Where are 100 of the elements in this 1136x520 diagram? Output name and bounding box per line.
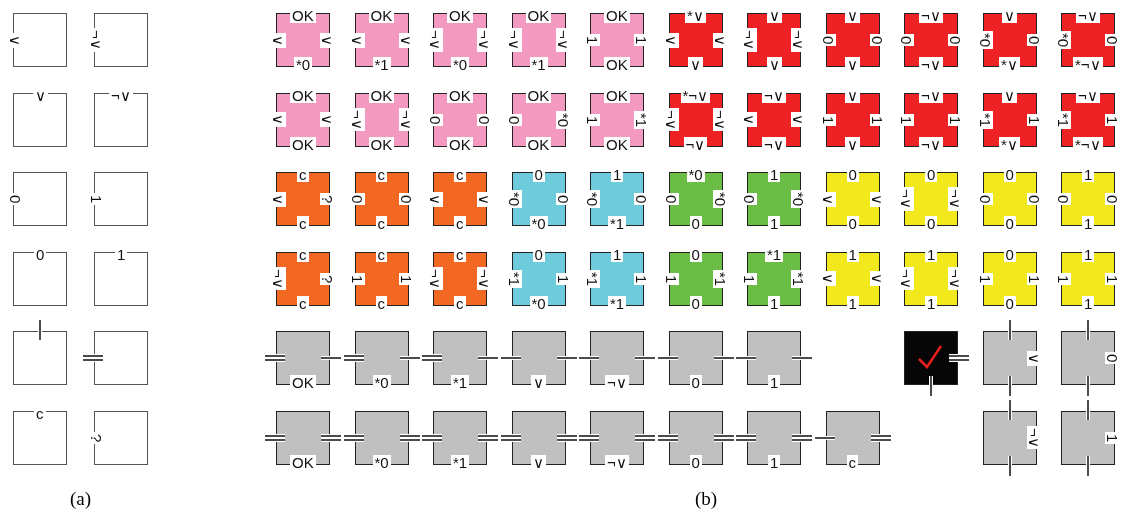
glue-label: 0 <box>846 216 859 231</box>
glue-label: *∨ <box>999 57 1020 72</box>
glue-label: 0 <box>925 167 938 182</box>
glue-label: 0 <box>532 167 545 182</box>
glue-label: OK <box>604 57 630 72</box>
panel-label: (b) <box>695 488 718 510</box>
glue-label: 1 <box>768 454 781 470</box>
glue-label: OK <box>368 8 395 23</box>
glue-label: 0 <box>977 193 993 206</box>
glue-label: ∨ <box>271 191 286 207</box>
glue-label: 0 <box>1105 34 1120 47</box>
glue-label: 1 <box>585 113 600 126</box>
glue-label: OK <box>290 375 316 390</box>
glue-label: *1 <box>791 269 806 288</box>
glue-label: 1 <box>899 113 914 126</box>
glue-label: 0 <box>846 167 859 182</box>
glue-label: 1 <box>555 272 571 285</box>
glue-label: ¬∨ <box>742 28 757 52</box>
glue-label: ∨ <box>742 112 757 127</box>
glue-label: c <box>297 216 309 231</box>
glue-label: 1 <box>977 272 993 285</box>
glue-label: 1 <box>1082 295 1095 311</box>
glue-label: *¬∨ <box>1073 57 1103 72</box>
glue-label: *0 <box>506 190 522 209</box>
glue-label: 0 <box>1003 167 1016 182</box>
glue-label: *1 <box>529 57 548 72</box>
glue-label: *∨ <box>999 136 1020 152</box>
glue-label: 1 <box>1056 272 1071 285</box>
glue-label: ? <box>89 431 104 444</box>
glue-label: OK <box>604 136 630 152</box>
glue-label: ∨ <box>271 112 286 127</box>
glue-label: c <box>454 216 466 231</box>
glue-label: ∨ <box>820 271 836 286</box>
glue-label: 0 <box>948 34 963 47</box>
glue-label: 0 <box>820 34 836 47</box>
glue-label: *1 <box>608 295 627 311</box>
glue-label: *0 <box>791 190 806 209</box>
glue-label: ¬∨ <box>899 187 914 211</box>
glue-label: 0 <box>1026 193 1042 206</box>
glue-label: 1 <box>768 167 781 182</box>
glue-label: ¬∨ <box>428 28 443 52</box>
glue-label: ∨ <box>349 32 365 48</box>
glue-label: *0 <box>372 375 391 390</box>
glue-label: 1 <box>1026 113 1042 126</box>
glue-label: *0 <box>451 57 470 72</box>
glue-label: 0 <box>899 34 914 47</box>
glue-label: c <box>297 295 309 311</box>
glue-label: 0 <box>1003 295 1016 311</box>
glue-label: OK <box>525 136 552 152</box>
glue-label: ¬∨ <box>683 136 708 152</box>
glue-label: ∨ <box>688 57 703 72</box>
glue-label: 0 <box>742 193 757 206</box>
glue-label: *1 <box>451 375 470 390</box>
glue-label: 1 <box>869 113 885 126</box>
glue-label: *0 <box>555 110 571 129</box>
glue-label: 0 <box>477 113 492 126</box>
glue-label: 0 <box>869 34 885 47</box>
glue-label: 0 <box>689 216 702 231</box>
glue-label: *1 <box>585 269 600 288</box>
glue-label: 1 <box>1026 272 1042 285</box>
glue-label: 1 <box>768 375 781 390</box>
glue-label: *0 <box>529 295 548 311</box>
glue-label: *0 <box>977 31 993 50</box>
glue-label: OK <box>368 136 395 152</box>
glue-label: ∨ <box>531 454 546 470</box>
glue-label: 0 <box>689 454 702 470</box>
glue-label: ∨ <box>820 191 836 207</box>
glue-label: ¬∨ <box>506 28 522 52</box>
glue-label: OK <box>525 8 552 23</box>
glue-label: ? <box>320 193 335 206</box>
glue-label: 1 <box>398 272 414 285</box>
glue-label: *0 <box>1056 31 1071 50</box>
glue-label: 0 <box>689 375 702 390</box>
glue-label: ? <box>320 272 335 285</box>
glue-label: 1 <box>663 272 679 285</box>
glue-label: 1 <box>768 295 781 311</box>
glue-label: c <box>375 295 387 311</box>
glue-label: 1 <box>820 113 836 126</box>
glue-label: ¬∨ <box>899 266 914 291</box>
glue-label: *1 <box>712 269 728 288</box>
glue-label: ∨ <box>271 32 286 48</box>
glue-label: OK <box>290 136 316 152</box>
panel-label: (a) <box>70 488 92 510</box>
glue-label: 0 <box>634 193 649 206</box>
glue-label: ¬∨ <box>605 454 629 470</box>
glue-label: 0 <box>1056 193 1071 206</box>
glue-label: 0 <box>1105 193 1120 206</box>
glue-label: ∨ <box>663 32 679 48</box>
glue-label: 0 <box>398 193 414 206</box>
glue-label: ∨ <box>845 136 860 152</box>
glue-label: *1 <box>634 110 649 129</box>
glue-label: ∨ <box>531 375 546 390</box>
glue-label: ∨ <box>766 57 782 72</box>
glue-label: *∨ <box>685 8 706 23</box>
glue-label: 0 <box>1026 34 1042 47</box>
glue-label: 0 <box>925 216 938 231</box>
glue-label: 0 <box>689 295 702 311</box>
glue-label: 1 <box>925 295 938 311</box>
glue-label: 1 <box>1082 216 1095 231</box>
glue-label: ∨ <box>428 191 443 207</box>
